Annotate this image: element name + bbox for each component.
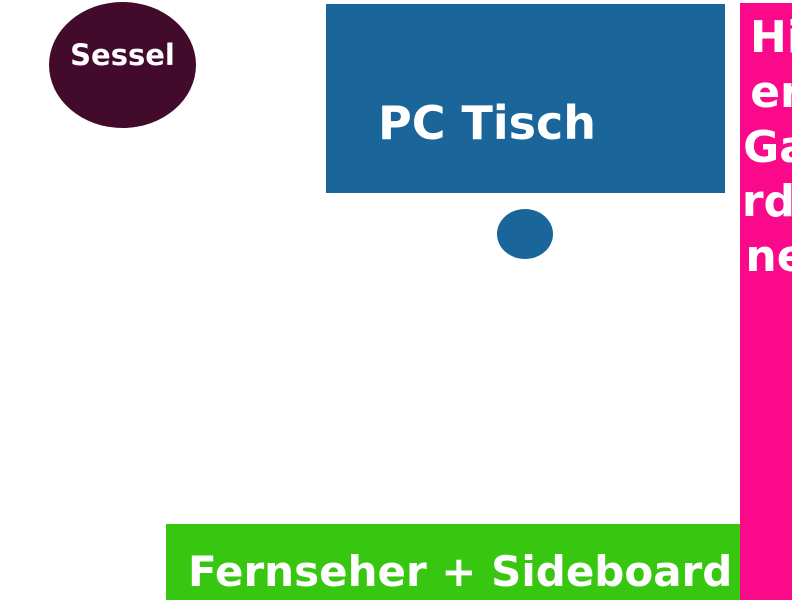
desk-chair[interactable] [497,209,553,259]
pc-desk-label: PC Tisch [378,96,597,150]
tv-sideboard[interactable]: Fernseher + Sideboard [166,524,764,600]
armchair[interactable]: Sessel [49,2,196,128]
pc-desk[interactable]: PC Tisch [326,4,725,193]
curtain[interactable]: HierGardine [740,3,800,600]
armchair-label: Sessel [70,38,175,72]
tv-sideboard-label: Fernseher + Sideboard [188,547,733,596]
curtain-label: HierGardine [741,12,800,283]
